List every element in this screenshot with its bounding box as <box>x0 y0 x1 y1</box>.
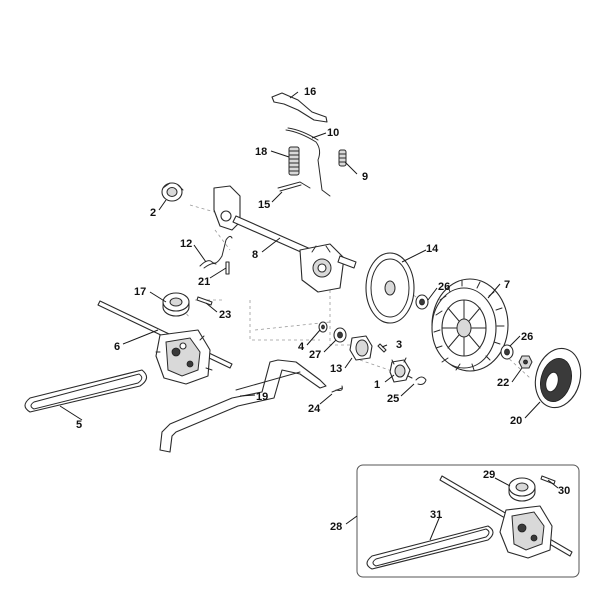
part-1-pinion[interactable] <box>389 357 413 383</box>
part-24-pin[interactable] <box>331 385 343 393</box>
inset-gearbox <box>499 505 553 559</box>
callout-2: 2 <box>150 207 156 219</box>
part-4-washer[interactable] <box>318 321 328 333</box>
callout-14: 14 <box>426 243 439 255</box>
callout-22: 22 <box>497 377 509 389</box>
callout-7: 7 <box>504 279 510 291</box>
callout-10: 10 <box>327 127 339 139</box>
callout-16: 16 <box>304 86 316 98</box>
callout-30: 30 <box>558 485 570 497</box>
callout-1: 1 <box>374 379 380 391</box>
callout-31: 31 <box>430 509 442 521</box>
part-2-bushing[interactable] <box>161 182 184 202</box>
part-20-hub-cap[interactable] <box>529 343 587 412</box>
part-9-spring[interactable] <box>338 149 347 167</box>
part-12-wire-clip[interactable] <box>199 235 233 269</box>
part-15-link-rod[interactable] <box>277 181 311 192</box>
part-31-drive-belt[interactable] <box>366 525 494 570</box>
callout-27: 27 <box>309 349 321 361</box>
part-10-control-rod[interactable] <box>285 127 331 197</box>
part-5-drive-belt[interactable] <box>24 369 148 413</box>
part-19-control-bar[interactable] <box>159 359 327 453</box>
callout-13: 13 <box>330 363 342 375</box>
part-17-pulley[interactable] <box>162 292 190 317</box>
part-21-pin[interactable] <box>225 261 230 275</box>
callout-5: 5 <box>76 419 82 431</box>
callout-3: 3 <box>396 339 402 351</box>
part-29-pulley[interactable] <box>508 477 536 502</box>
callout-18: 18 <box>255 146 267 158</box>
part-22-nut[interactable] <box>518 355 533 369</box>
callout-12: 12 <box>180 238 192 250</box>
callout-15: 15 <box>258 199 270 211</box>
callout-24: 24 <box>308 403 321 415</box>
part-18-spring[interactable] <box>288 146 300 176</box>
callout-8: 8 <box>252 249 258 261</box>
part-7-rear-wheel[interactable] <box>431 278 509 372</box>
part-23-key[interactable] <box>196 296 213 306</box>
callout-29: 29 <box>483 469 495 481</box>
callout-20: 20 <box>510 415 522 427</box>
callout-6: 6 <box>114 341 120 353</box>
callout-19: 19 <box>256 391 268 403</box>
part-16-bracket[interactable] <box>271 92 328 123</box>
part-13-bearing[interactable] <box>349 335 373 361</box>
callout-25: 25 <box>387 393 399 405</box>
callout-26-lower: 26 <box>521 331 533 343</box>
callout-17: 17 <box>134 286 146 298</box>
part-3-pin[interactable] <box>377 343 387 353</box>
callout-9: 9 <box>362 171 368 183</box>
part-25-clip[interactable] <box>415 376 427 385</box>
callout-26-upper: 26 <box>438 281 450 293</box>
part-8-axle-assembly[interactable] <box>213 185 357 293</box>
part-26-washer-lower[interactable] <box>500 344 514 360</box>
callout-28: 28 <box>330 521 342 533</box>
part-6-gearbox[interactable] <box>97 300 233 385</box>
callout-labels: 16 10 18 9 15 2 8 12 21 14 26 7 17 23 6 … <box>76 86 570 533</box>
part-14-pulley-disc[interactable] <box>365 252 415 324</box>
callout-21: 21 <box>198 276 210 288</box>
callout-23: 23 <box>219 309 231 321</box>
inset-assembly-28 <box>356 464 580 578</box>
part-27-washer[interactable] <box>333 327 347 343</box>
leader-lines <box>59 91 559 541</box>
callout-4: 4 <box>298 341 305 353</box>
part-26-washer-upper[interactable] <box>415 294 429 310</box>
